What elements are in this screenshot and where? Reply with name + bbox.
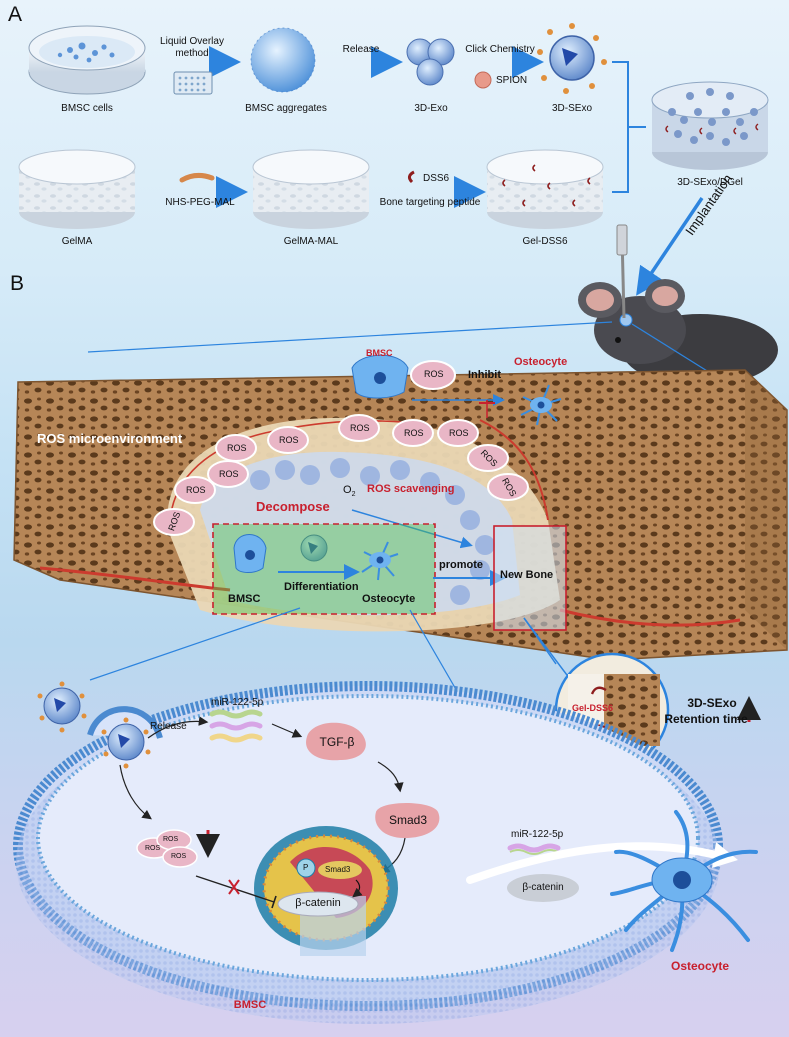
ros-cell-2: ROS [145, 845, 161, 852]
osteocyte-box-label: Osteocyte [362, 593, 416, 605]
gelma-mal-label: GelMA-MAL [283, 236, 339, 247]
right-mirna [507, 843, 561, 855]
inhibit-line [195, 875, 277, 909]
ros-bubble-2: ROS [186, 485, 206, 495]
new-bone-box [493, 525, 567, 631]
decompose-label: Decompose [256, 499, 330, 514]
gel-dss6-inset-label: Gel-DSS6 [572, 703, 614, 713]
arrow-dss6 [382, 170, 486, 208]
osteocyte-top-label: Osteocyte [514, 356, 568, 368]
ros-microenvironment-label: ROS microenvironment [37, 431, 183, 446]
beta-catenin-label: β-catenin [295, 897, 341, 909]
method-label: method [175, 48, 209, 59]
bmsc-top-label: BMSC [366, 348, 393, 358]
implantation-arrow [636, 197, 704, 296]
top-osteocyte [520, 384, 562, 426]
retention-label-2: Retention time [664, 712, 748, 726]
nucleus [254, 826, 398, 956]
bone-targeting-label: Bone targeting peptide [379, 197, 481, 208]
inhibit-arrow [412, 394, 505, 418]
mir-label: miR-122-5p [211, 697, 264, 708]
petri-dish [28, 25, 146, 95]
ros-bubble-5: ROS [279, 435, 299, 445]
exosome-cluster [406, 38, 455, 86]
gel-dss6-disc [486, 149, 604, 229]
exo-label: 3D-Exo [414, 103, 448, 114]
internal-exosome [101, 717, 151, 769]
bmsc-aggregate [250, 27, 316, 93]
sexo-dgel-disc [651, 81, 769, 170]
panel-label-b: B [10, 272, 25, 295]
bmsc-aggregates-label: BMSC aggregates [245, 103, 327, 114]
beta-catenin-right-label: β-catenin [522, 882, 564, 893]
bottom-osteocyte [610, 810, 758, 952]
free-exosome [37, 681, 87, 733]
cell-release-label: Release [150, 721, 187, 732]
exosome-center [300, 534, 328, 562]
top-bmsc-cell [351, 354, 409, 399]
ros-bubble-8: ROS [449, 428, 469, 438]
nhs-peg-mal-label: NHS-PEG-MAL [165, 197, 235, 208]
dss6-label: DSS6 [423, 173, 450, 184]
gelma-mal-disc [252, 149, 370, 229]
inhibit-label: Inhibit [468, 369, 501, 381]
spion-icon [474, 71, 492, 89]
click-chemistry-label: Click Chemistry [465, 44, 535, 55]
retention-label-1: 3D-SExo [687, 696, 737, 710]
smad3-label: Smad3 [388, 813, 428, 827]
bracket-line [612, 61, 646, 193]
smad3-blob [375, 803, 440, 838]
zoom-line-cell-left [89, 607, 301, 681]
o2-scavenge-arrow [351, 509, 473, 549]
gel-dss6-label: Gel-DSS6 [522, 236, 568, 247]
ros-bubble-7: ROS [404, 428, 424, 438]
sexo-label: 3D-SExo [551, 103, 593, 114]
tgf-blob [306, 722, 366, 761]
phospho-label: P [303, 863, 309, 872]
release-label: Release [342, 44, 380, 55]
mirna-strands [209, 709, 263, 743]
ros-cluster [136, 829, 198, 868]
differentiation-box [212, 523, 436, 615]
spion-label: SPION [496, 75, 528, 86]
zoom-line-left [87, 321, 613, 353]
bmsc-cells-label: BMSC cells [61, 103, 113, 114]
sexo-dgel-label: 3D-SExo/DGel [677, 177, 743, 188]
mir-right-label: miR-122-5p [511, 829, 564, 840]
ros-cell-1: ROS [163, 836, 179, 843]
gelma-disc [18, 149, 136, 229]
liquid-overlay-label: Liquid Overlay [160, 36, 224, 47]
bmsc-box-label: BMSC [228, 593, 261, 605]
ros-cell-3: ROS [171, 853, 187, 860]
gelma-label: GelMA [61, 236, 93, 247]
release-arrow [147, 716, 209, 739]
new-bone-label: New Bone [500, 569, 554, 581]
tgf-beta-label: TGF-β [319, 735, 355, 749]
ros-clouds [153, 360, 529, 536]
bmsc-cell-label: BMSC [233, 999, 267, 1011]
arrow-nhs [158, 172, 248, 208]
right-beta-catenin-pill [507, 874, 579, 902]
differentiation-label: Differentiation [284, 581, 359, 593]
o2-label: O2 [343, 484, 356, 499]
ros-scavenging-label: ROS scavenging [367, 483, 455, 495]
panel-label-a: A [8, 3, 23, 26]
sexo-particle [537, 23, 607, 94]
mouse-head [578, 224, 778, 386]
ros-bubble-6: ROS [350, 423, 370, 433]
osteocyte-bottom-label: Osteocyte [670, 959, 730, 973]
well-plate-icon [173, 71, 213, 95]
promote-label: promote [439, 559, 483, 571]
smad3-small-label: Smad3 [325, 865, 351, 874]
ros-top-label: ROS [424, 369, 444, 379]
ros-bubble-3: ROS [219, 469, 239, 479]
ros-bubble-4: ROS [227, 443, 247, 453]
